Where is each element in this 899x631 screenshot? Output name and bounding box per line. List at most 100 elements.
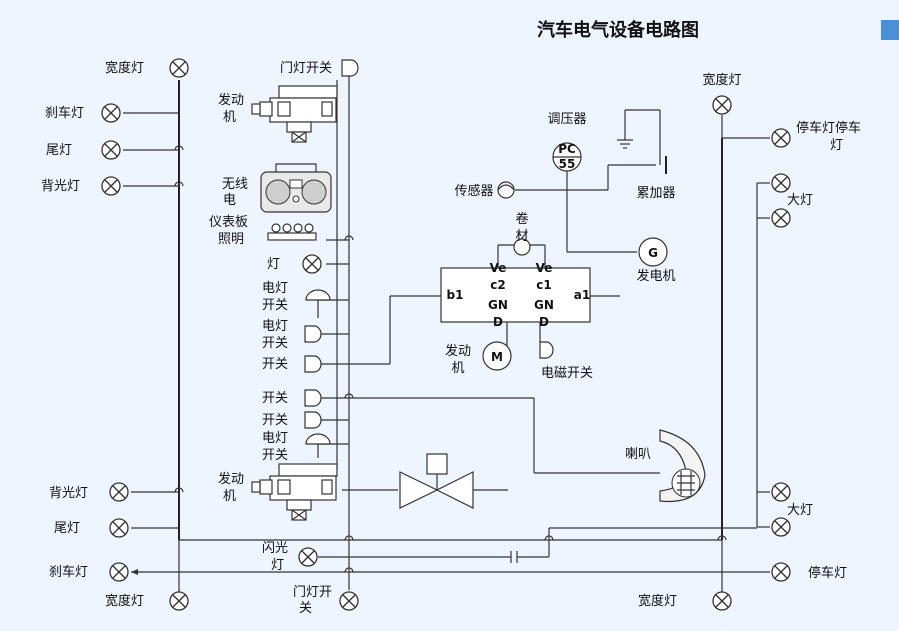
label-horn: 喇叭 (625, 447, 651, 462)
label-switch-1b: 开关 (262, 298, 288, 313)
label-parking-light-1: 停车灯停车 (796, 120, 861, 136)
label-pc-top: PC (558, 142, 576, 156)
diagram-title: 汽车电气设备电路图 (537, 19, 699, 41)
lamp-tail-light-left-bottom (109, 518, 129, 538)
accent-tab (881, 20, 899, 40)
label-door-switch-bottom-2: 关 (299, 601, 312, 616)
engine-top-icon (251, 85, 338, 143)
label-solenoid: 电磁开关 (541, 366, 593, 381)
light-switch-2-icon (304, 325, 322, 343)
label-switch-2b: 开关 (262, 336, 288, 351)
solenoid-switch-icon (539, 341, 554, 359)
label-parking-light-bottom: 停车灯 (808, 565, 847, 581)
label-switch-4: 开关 (262, 391, 288, 406)
label-wide-light-right-top: 宽度灯 (702, 72, 741, 88)
lamp-brake-light-left-bottom (109, 562, 129, 582)
capacitor-icon (510, 551, 518, 563)
label-light: 灯 (267, 257, 280, 272)
label-ve-left: Ve (490, 261, 507, 275)
label-pc-bottom: 55 (559, 157, 576, 171)
right-labels: 宽度灯 停车灯停车 灯 大灯 大灯 停车灯 宽度灯 (638, 72, 861, 609)
sensor-icon (497, 181, 515, 199)
label-flash-1: 闪光 (262, 541, 288, 556)
label-instrument-2: 照明 (218, 232, 244, 247)
label-door-switch-top: 门灯开关 (280, 61, 332, 76)
lamp-headlight-right-bottom-2 (771, 517, 791, 537)
lamp-tail-light-left-top (101, 140, 121, 160)
center-labels: 调压器 PC 55 传感器 累加器 卷 材 G 发电机 M 发动 机 电磁开关 … (445, 112, 676, 462)
label-instrument-1: 仪表板 (209, 215, 248, 230)
radio-icon (260, 163, 332, 213)
label-accumulator: 累加器 (636, 186, 675, 201)
label-regulator: 调压器 (547, 112, 586, 127)
lamp-light-center (302, 254, 322, 274)
lamp-back-light-left-bottom (109, 482, 129, 502)
label-switch-5: 开关 (262, 413, 288, 428)
wire-hops (174, 145, 727, 573)
regulator-icon (552, 142, 582, 172)
label-switch-6a: 电灯 (262, 431, 288, 446)
label-a1: a1 (574, 288, 590, 302)
label-radio-1: 无线 (222, 177, 248, 192)
lamp-wide-light-left-top (169, 58, 189, 78)
switch-symbols (304, 59, 554, 458)
label-gen-symbol: G (648, 246, 658, 260)
switch-5-icon (304, 411, 322, 429)
label-sensor: 传感器 (454, 183, 493, 199)
label-motor-symbol: M (491, 350, 503, 364)
switch-4-icon (304, 389, 322, 407)
module-labels: Ve Ve c2 c1 GN GN D D b1 a1 (447, 261, 591, 329)
label-c2: c2 (490, 278, 505, 292)
center-left-labels: 门灯开关 发动 机 无线 电 仪表板 照明 灯 电灯 开关 电灯 开关 开关 开… (209, 61, 332, 616)
label-switch-2a: 电灯 (262, 319, 288, 334)
label-back-light-left-bottom: 背光灯 (49, 486, 88, 501)
lamp-wide-light-left-bottom (169, 591, 189, 611)
label-tail-light-left-bottom: 尾灯 (54, 521, 80, 536)
lamp-door-switch-bottom (339, 591, 359, 611)
label-engine-bottom-2: 机 (223, 489, 236, 504)
label-tail-light-left-top: 尾灯 (46, 143, 72, 158)
label-brake-light-left-top: 刹车灯 (45, 105, 84, 121)
lamp-back-light-left-top (101, 176, 121, 196)
control-module (440, 267, 591, 323)
label-d-left: D (493, 315, 503, 329)
label-radio-2: 电 (223, 193, 236, 208)
label-engine-top-1: 发动 (218, 92, 244, 108)
label-motor-1: 发动 (445, 343, 471, 359)
label-wide-light-left-bottom: 宽度灯 (105, 593, 144, 609)
winding-terminal-icon (513, 238, 531, 256)
horn-icon (659, 429, 706, 503)
label-generator: 发电机 (636, 268, 675, 284)
label-winding-1: 卷 (515, 211, 528, 227)
label-switch-6b: 开关 (262, 448, 288, 463)
label-switch-3: 开关 (262, 357, 288, 372)
motor-icon (482, 341, 512, 371)
label-engine-top-2: 机 (223, 110, 236, 125)
lamp-headlight-right-top-2 (771, 208, 791, 228)
left-labels: 宽度灯 刹车灯 尾灯 背光灯 背光灯 尾灯 刹车灯 宽度灯 (41, 60, 144, 609)
engine-bottom-icon (251, 463, 338, 521)
label-brake-light-left-bottom: 刹车灯 (49, 564, 88, 580)
lamp-brake-light-left-top (101, 103, 121, 123)
label-b1: b1 (447, 288, 464, 302)
lamp-headlight-right-top-1 (771, 173, 791, 193)
label-wide-light-left-top: 宽度灯 (105, 60, 144, 76)
label-engine-bottom-1: 发动 (218, 471, 244, 487)
label-door-switch-bottom-1: 门灯开 (293, 585, 332, 600)
label-wide-light-right-bottom: 宽度灯 (638, 593, 677, 609)
label-headlight-bottom: 大灯 (787, 503, 813, 518)
label-d-right: D (539, 315, 549, 329)
label-gn-right: GN (534, 298, 554, 312)
instrument-panel-light-icon (267, 223, 317, 241)
ground-icon (617, 139, 633, 149)
valve-icon (399, 453, 474, 509)
label-parking-light-2: 灯 (830, 138, 843, 153)
lamp-wide-light-right-bottom (712, 591, 732, 611)
label-gn-left: GN (488, 298, 508, 312)
label-switch-1a: 电灯 (262, 281, 288, 296)
lamp-headlight-right-bottom-1 (771, 482, 791, 502)
wires (123, 75, 770, 592)
lamp-parking-light-right-top (771, 128, 791, 148)
switch-3-icon (304, 355, 322, 373)
